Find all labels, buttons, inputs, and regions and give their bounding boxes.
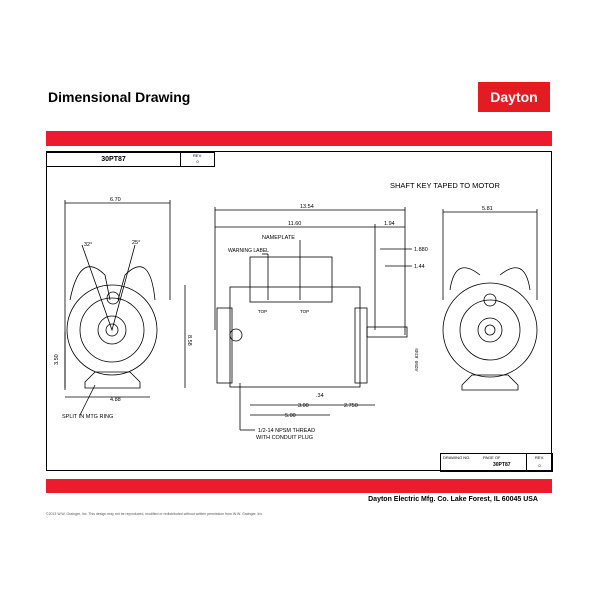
page-title: Dimensional Drawing <box>48 89 191 105</box>
page-label: PAGE OF <box>483 455 501 460</box>
company-footer: Dayton Electric Mfg. Co. Lake Forest, IL… <box>368 496 538 503</box>
dim-5-81: 5.81 <box>482 206 493 212</box>
dim-8-58: 8.58 <box>186 335 192 346</box>
rev-box: REV. 0 <box>180 152 215 167</box>
thread-note-2: WITH CONDUIT PLUG <box>256 435 313 441</box>
dim-1-44: 1.44 <box>414 264 425 270</box>
title-block: DRAWING NO. PAGE OF 30PT87 REV. 0 <box>440 453 553 472</box>
copyright: ©2013 W.W. Grainger, Inc. This design ma… <box>46 512 264 516</box>
thread-note-1: 1/2-14 NPSM THREAD <box>258 428 315 434</box>
dim-1-94: 1.94 <box>384 221 395 227</box>
rev-value: 0 <box>196 159 199 164</box>
rev-label-bottom: REV. <box>535 455 544 460</box>
side-view <box>214 207 412 431</box>
dim-1-880: 1.880 <box>414 247 428 253</box>
dim-13-54: 13.54 <box>300 204 314 210</box>
dim-3-50: 3.50 <box>54 354 60 365</box>
angle-32: 32° <box>84 242 92 248</box>
angle-25: 25° <box>132 240 140 246</box>
drawing-number: 30PT87 <box>493 462 511 468</box>
top-label-2: TOP <box>300 309 309 314</box>
right-end-view <box>442 209 538 391</box>
dim-5-00: 5.00 <box>285 413 296 419</box>
dim-4-88: 4.88 <box>110 397 121 403</box>
rev-label: REV. <box>193 153 202 158</box>
rev-value-bottom: 0 <box>538 463 541 468</box>
dim-6-70: 6.70 <box>110 197 121 203</box>
warning-label: WARNING LABEL <box>228 248 269 254</box>
dim-3-00: 3.00 <box>298 403 309 409</box>
drawing-no-label: DRAWING NO. <box>443 455 471 460</box>
left-end-view <box>64 200 186 416</box>
bottom-red-bar <box>46 479 552 493</box>
drawing-frame <box>46 151 552 471</box>
top-label-1: TOP <box>258 309 267 314</box>
shaft-key-note: SHAFT KEY TAPED TO MOTOR <box>390 181 500 190</box>
top-red-bar <box>46 131 552 146</box>
dim-2-750: 2.750 <box>344 403 358 409</box>
dim-shaft-dia: .6250 .6245 <box>414 348 419 372</box>
dim-11-60: 11.60 <box>288 221 301 227</box>
nameplate-label: NAMEPLATE <box>262 235 295 241</box>
dayton-logo: Dayton <box>478 82 550 112</box>
dim-0-34: .34 <box>316 393 324 399</box>
split-ring-note: SPLIT IN MTG RING <box>62 414 113 420</box>
